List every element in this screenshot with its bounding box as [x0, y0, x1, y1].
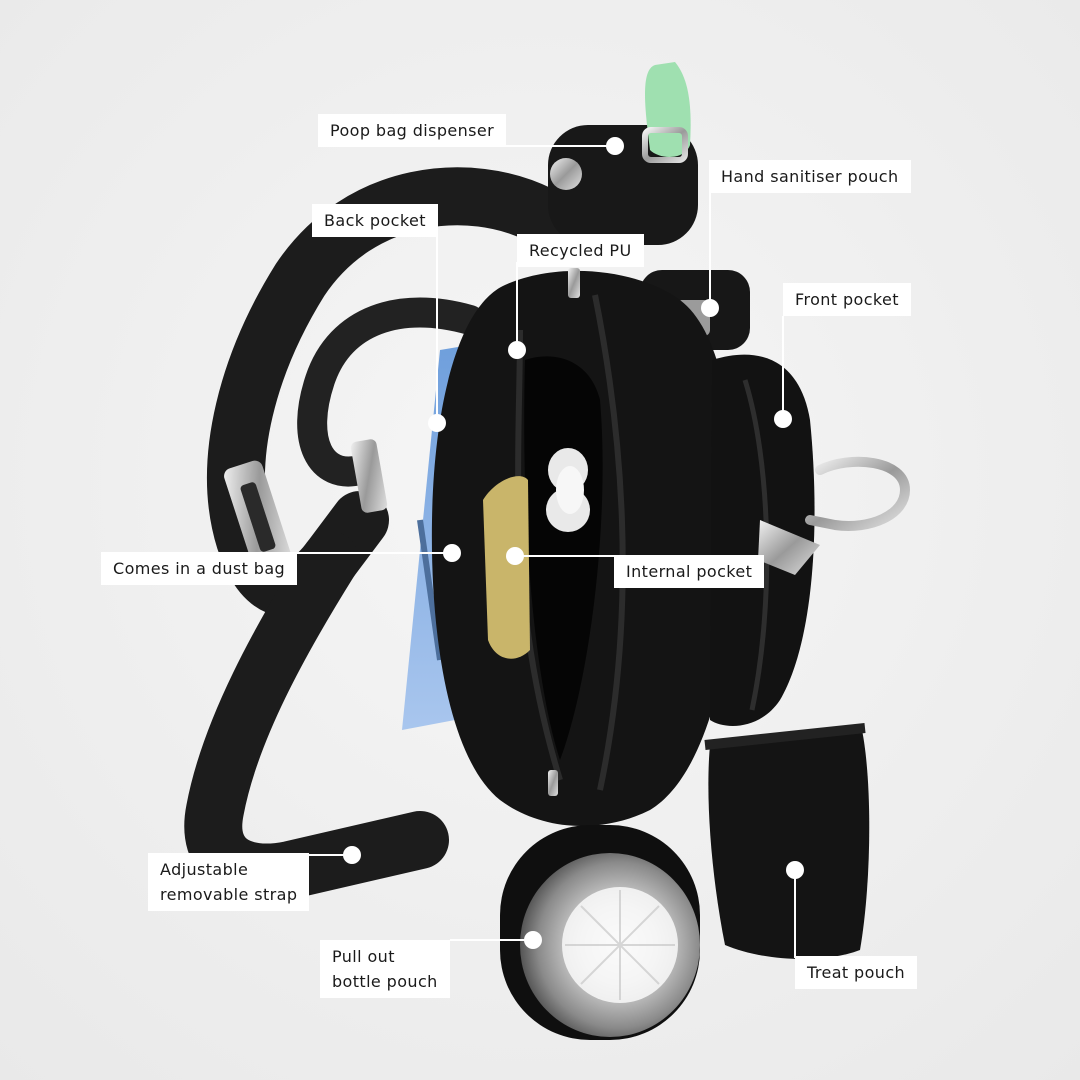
label-back-pocket: Back pocket: [312, 204, 438, 237]
poop-bag-dispenser: [548, 62, 698, 245]
main-bag: [431, 268, 736, 827]
label-pull-out-bottle-pouch: Pull out bottle pouch: [320, 940, 450, 998]
label-comes-in-a-dust-bag: Comes in a dust bag: [101, 552, 298, 585]
label-poop-bag-dispenser: Poop bag dispenser: [318, 114, 507, 147]
treat-pouch: [704, 723, 870, 960]
label-front-pocket: Front pocket: [783, 283, 911, 316]
callout-dots: [343, 137, 804, 949]
leader-lines: [290, 145, 796, 958]
label-internal-pocket: Internal pocket: [614, 555, 765, 588]
bottle-pouch: [500, 825, 700, 1040]
carabiner-clip: [758, 456, 911, 575]
label-adjustable-removable-strap: Adjustable removable strap: [148, 853, 310, 911]
label-hand-sanitiser-pouch: Hand sanitiser pouch: [709, 160, 911, 193]
strap-buckle: [224, 439, 388, 574]
label-recycled-pu: Recycled PU: [517, 234, 644, 267]
label-treat-pouch: Treat pouch: [795, 956, 918, 989]
